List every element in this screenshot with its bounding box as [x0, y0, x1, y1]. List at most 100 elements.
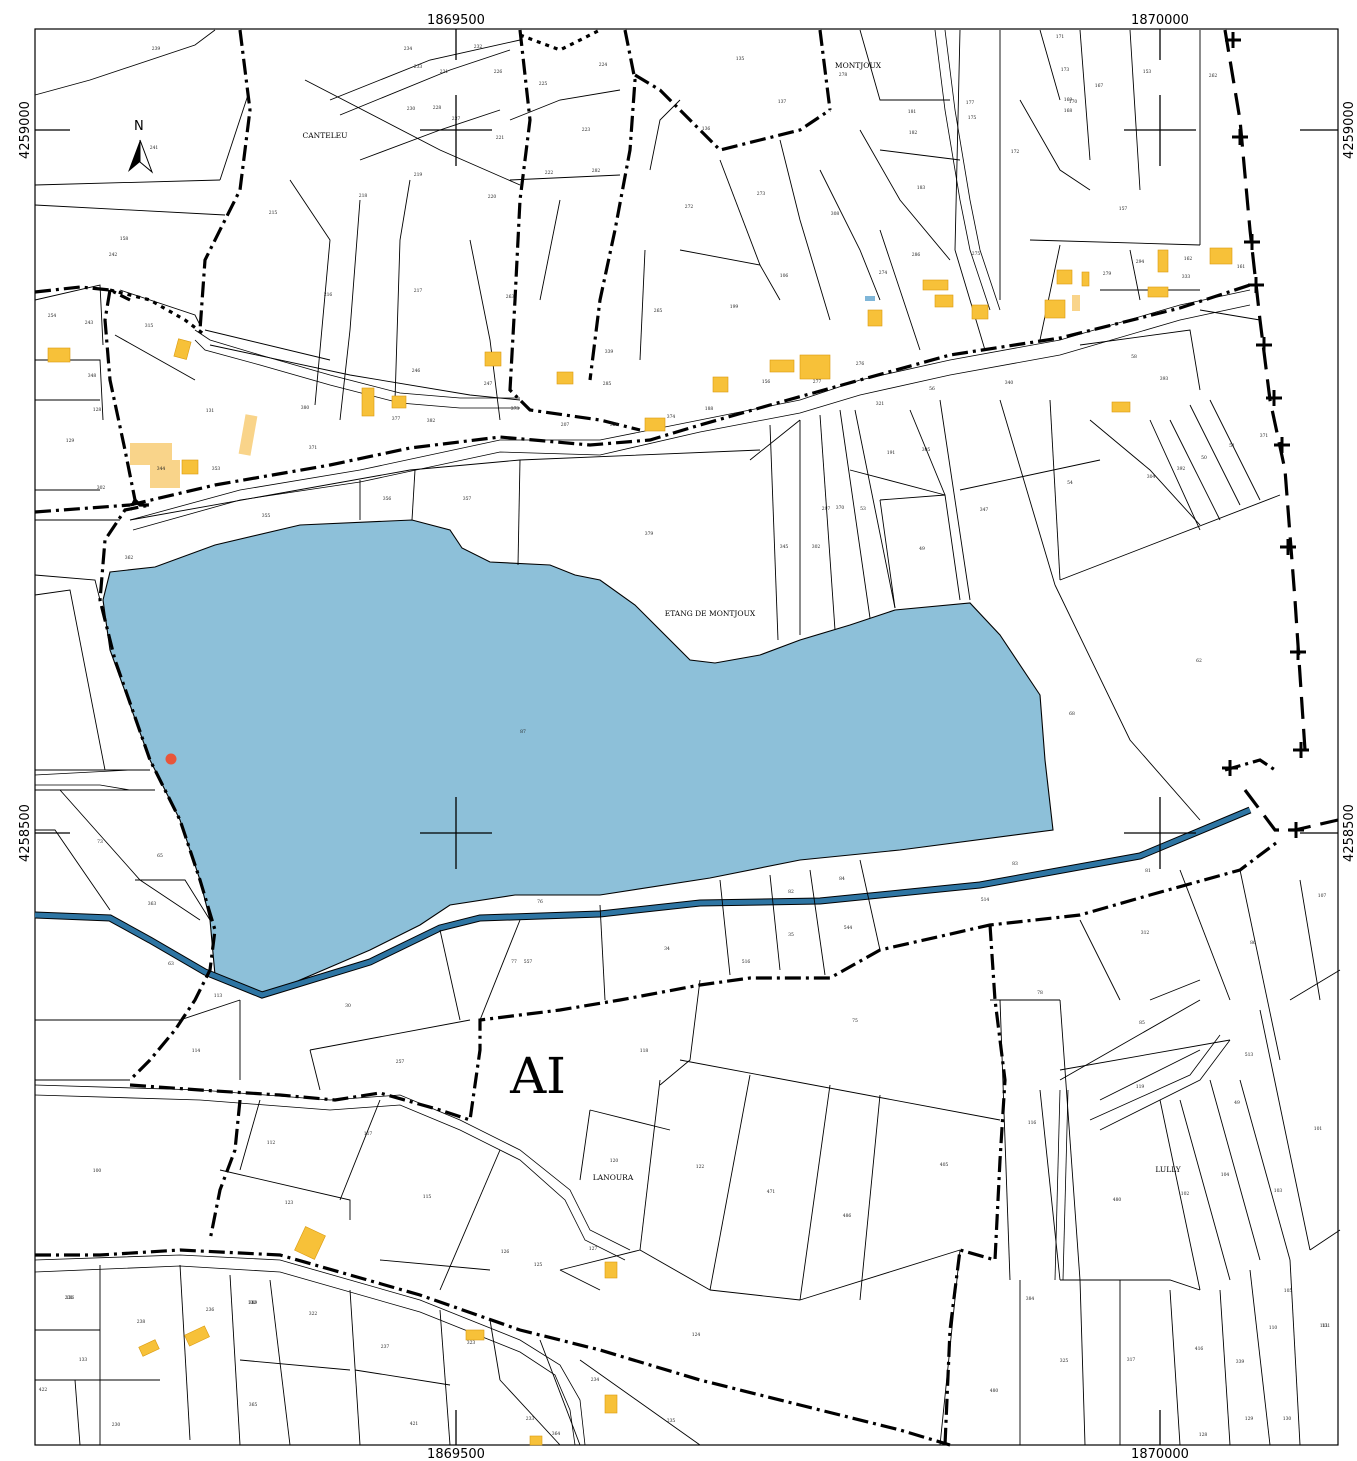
parcel-label: 131	[1322, 1323, 1331, 1329]
parcel-label: 118	[640, 1048, 649, 1054]
parcel-label: 158	[120, 236, 129, 242]
parcel-label: 157	[1119, 206, 1128, 212]
parcel-label: 322	[309, 1311, 318, 1317]
place-canteleu: CANTELEU	[303, 131, 348, 140]
parcel-label: 119	[1136, 1084, 1145, 1090]
parcel-label: 128	[93, 407, 102, 413]
parcel-label: 83	[1012, 861, 1018, 867]
parcel-label: 231	[65, 1295, 74, 1301]
parcel-label: 175	[968, 115, 977, 121]
parcel-label: 65	[157, 853, 163, 859]
parcel-lines	[34, 29, 1341, 1446]
parcel-label: 263	[506, 294, 515, 300]
parcel-label: 516	[742, 959, 751, 965]
parcel-label: 215	[269, 210, 278, 216]
parcel-label: 233	[414, 64, 423, 70]
parcel-label: 246	[412, 368, 421, 374]
parcel-label: 216	[324, 292, 333, 298]
parcel-label: 167	[1095, 83, 1104, 89]
boundary-crosses	[1222, 32, 1309, 838]
parcel-label: 126	[501, 1249, 510, 1255]
location-marker[interactable]	[165, 753, 177, 765]
parcel-label: 344	[157, 466, 166, 472]
parcel-label: 373	[511, 406, 520, 412]
parcel-label: 78	[1037, 990, 1043, 996]
parcel-label: 304	[1147, 474, 1156, 480]
parcel-label: 236	[206, 1307, 215, 1313]
parcel-label: 377	[392, 416, 401, 422]
x-label-top-1: 1869500	[427, 13, 485, 28]
parcel-label: 257	[396, 1059, 405, 1065]
parcel-label: 325	[1060, 1358, 1069, 1364]
parcel-label: 237	[452, 116, 461, 122]
parcel-label: 110	[1269, 1325, 1278, 1331]
grid-crosses	[35, 29, 1338, 1445]
parcel-label: 102	[1181, 1191, 1190, 1197]
parcel-label: 297	[822, 506, 831, 512]
parcel-label: 182	[909, 130, 918, 136]
parcel-label: 232	[474, 44, 483, 50]
parcel-label: 225	[539, 81, 548, 87]
parcel-label: 393	[1160, 376, 1169, 382]
parcel-label: 254	[48, 313, 57, 319]
parcel-label: 339	[1236, 1359, 1245, 1365]
parcel-label: 480	[1113, 1197, 1122, 1203]
parcel-label: 544	[844, 925, 853, 931]
parcel-label: 514	[981, 897, 990, 903]
parcel-label: 238	[137, 1319, 146, 1325]
parcel-label: 30	[345, 1003, 351, 1009]
parcel-label: 133	[79, 1357, 88, 1363]
parcel-label: 339	[605, 349, 614, 355]
parcel-label: 58	[1131, 354, 1137, 360]
parcel-label: 132	[248, 1300, 257, 1306]
parcel-label: 422	[39, 1387, 48, 1393]
parcel-label: 62	[1196, 658, 1202, 664]
parcel-label: 113	[214, 993, 223, 999]
y-label-right-2: 4258500	[1342, 804, 1357, 862]
place-etang: ETANG DE MONTJOUX	[665, 609, 756, 618]
parcel-label: 168	[1064, 108, 1073, 114]
place-lanoura: LANOURA	[593, 1173, 634, 1182]
parcel-label: 199	[730, 304, 739, 310]
parcel-label: 104	[1221, 1172, 1230, 1178]
place-montjoux: MONTJOUX	[835, 61, 882, 70]
parcel-label: 56	[929, 386, 935, 392]
parcel-label: 63	[168, 961, 174, 967]
parcel-label: 105	[1284, 1288, 1293, 1294]
parcel-label: 362	[125, 555, 134, 561]
parcel-label: 323	[467, 1340, 476, 1346]
parcel-label: 162	[1184, 256, 1193, 262]
parcel-label: 53	[860, 506, 866, 512]
parcel-label: 380	[301, 405, 310, 411]
parcel-label: 226	[494, 69, 503, 75]
parcel-label: 222	[545, 170, 554, 176]
parcel-label: 363	[148, 901, 157, 907]
parcel-label: 84	[839, 876, 845, 882]
parcel-label: 127	[589, 1246, 598, 1252]
parcel-label: 379	[645, 531, 654, 537]
parcel-label: 333	[1182, 274, 1191, 280]
parcel-label: 172	[1011, 149, 1020, 155]
parcel-label: 234	[591, 1377, 600, 1383]
parcel-label: 35	[788, 932, 794, 938]
parcel-label: 421	[410, 1421, 419, 1427]
parcel-label: 513	[1245, 1052, 1254, 1058]
parcel-label: 224	[599, 62, 608, 68]
parcel-label: 471	[767, 1189, 776, 1195]
parcel-label: 317	[1127, 1357, 1136, 1363]
section-label: AI	[509, 1047, 566, 1105]
parcel-label: 107	[1318, 893, 1327, 899]
parcel-label: 279	[1103, 271, 1112, 277]
parcel-label: 235	[667, 1418, 676, 1424]
parcel-label: 353	[212, 466, 221, 472]
parcel-label: 230	[407, 106, 416, 112]
parcel-label: 220	[488, 194, 497, 200]
parcel-label: 282	[592, 168, 601, 174]
parcel-label: 130	[1283, 1416, 1292, 1422]
parcel-label: 106	[780, 273, 789, 279]
parcel-label: 68	[1069, 711, 1075, 717]
parcel-label: 207	[561, 422, 570, 428]
parcel-label: 237	[381, 1344, 390, 1350]
